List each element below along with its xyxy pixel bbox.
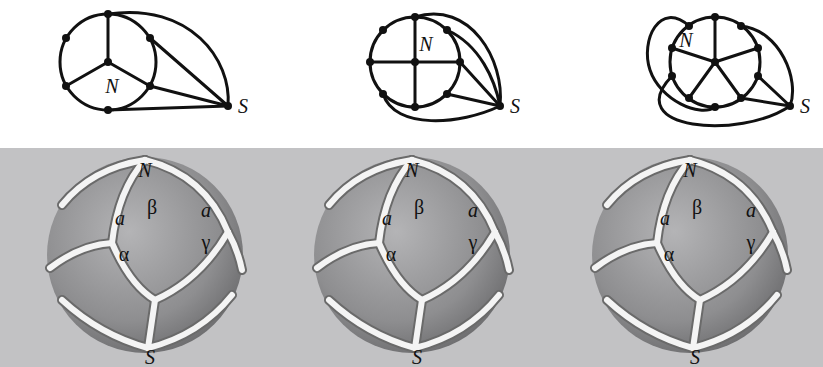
sphere-label: S: [412, 347, 422, 367]
sphere-label: S: [690, 347, 700, 367]
sphere-label: a: [660, 208, 670, 228]
sphere-label: α: [119, 244, 129, 264]
sphere-label: γ: [747, 232, 756, 252]
sphere-label: N: [405, 160, 418, 180]
sphere-label: a: [115, 208, 125, 228]
sphere-label: β: [692, 197, 702, 217]
sphere-label: N: [138, 160, 151, 180]
vertex-label: N: [419, 34, 432, 54]
sphere-label: β: [414, 197, 424, 217]
panel: [0, 148, 823, 367]
sphere-label: a: [468, 200, 478, 220]
vertex-label: N: [105, 76, 118, 96]
sphere-label: a: [746, 200, 756, 220]
vertex-label: S: [510, 96, 520, 116]
sphere-label: β: [147, 197, 157, 217]
vertex-label: N: [679, 30, 692, 50]
sphere-label: γ: [469, 232, 478, 252]
sphere-label: S: [145, 347, 155, 367]
planar-graphs: [60, 12, 793, 125]
vertex-label: S: [238, 96, 248, 116]
graph-vertices: [62, 10, 794, 114]
sphere-label: N: [683, 160, 696, 180]
sphere-label: α: [386, 244, 396, 264]
sphere-label: γ: [202, 232, 211, 252]
sphere-label: a: [382, 208, 392, 228]
spheres: [47, 157, 788, 353]
vertex-label: S: [800, 96, 810, 116]
sphere-label: a: [201, 200, 211, 220]
sphere-label: α: [664, 244, 674, 264]
